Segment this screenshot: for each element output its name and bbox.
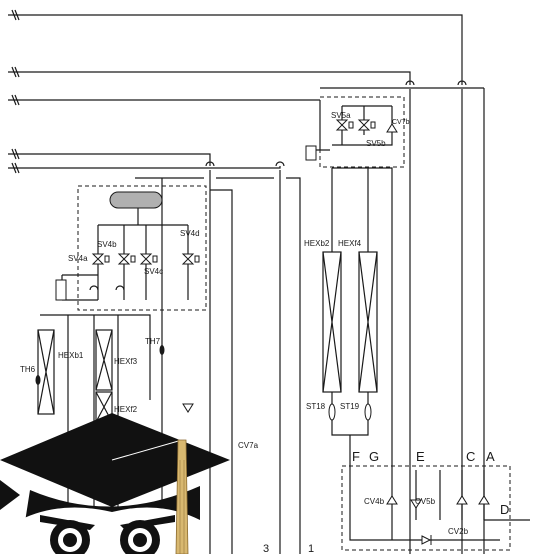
hex-right-feed — [331, 167, 393, 460]
sv4b-actuator — [130, 255, 136, 263]
sv5b-valve — [357, 119, 371, 131]
label-sv4c: SV4c — [144, 267, 163, 276]
label-cv5b: CV5b — [415, 497, 436, 506]
label-st19: ST19 — [340, 402, 360, 411]
label-hexf3: HEXf3 — [114, 357, 138, 366]
sv5a-valve — [335, 119, 349, 131]
pipe-line-6 — [135, 177, 301, 554]
port-f: F — [352, 449, 360, 464]
break-mark-3 — [11, 94, 20, 106]
sv5-dashed-box — [319, 96, 405, 168]
pipe-line-5 — [8, 161, 285, 554]
label-cv2b: CV2b — [448, 527, 469, 536]
sv4d-actuator — [194, 255, 200, 263]
cv7b-valve — [386, 123, 398, 133]
cv-row — [415, 470, 485, 520]
labels: SV5a CV7b SV5b SV4a SV4b SV4c SV4d HEXb2… — [20, 111, 469, 536]
sv5-side — [316, 100, 330, 151]
sv4a-actuator — [104, 255, 110, 263]
sv5-side-box — [305, 145, 317, 161]
fg-line — [349, 435, 416, 541]
label-cv4b: CV4b — [364, 497, 385, 506]
port-d: D — [500, 502, 509, 517]
label-sv5a: SV5a — [331, 111, 351, 120]
label-cv7a: CV7a — [238, 441, 259, 450]
break-mark-1 — [11, 9, 20, 21]
label-hexb1: HEXb1 — [58, 351, 84, 360]
break-mark-5 — [11, 162, 20, 174]
sv5-bottom — [332, 135, 393, 146]
pipe-line-7 — [210, 189, 233, 554]
hexf4-exchanger — [358, 251, 378, 393]
port-a: A — [486, 449, 495, 464]
th7-sensor — [159, 345, 165, 355]
sv4-loop — [89, 285, 125, 291]
break-mark-4 — [11, 148, 20, 160]
cv7a-valve — [182, 403, 194, 413]
label-hexb2: HEXb2 — [304, 239, 330, 248]
hexb1-exchanger — [37, 329, 55, 415]
label-hexf2: HEXf2 — [114, 405, 138, 414]
port-g: G — [369, 449, 379, 464]
pipe-line-2 — [8, 71, 415, 554]
sv4-side-box — [55, 279, 67, 301]
sv4c-actuator — [152, 255, 158, 263]
label-th6: TH6 — [20, 365, 36, 374]
sv4-dashed-box — [77, 185, 207, 311]
port-1: 1 — [308, 543, 314, 554]
reservoir-vessel — [109, 191, 163, 209]
sv5a-actuator — [348, 121, 354, 129]
dashed-boxes — [77, 96, 511, 551]
sv4b-valve — [117, 253, 131, 265]
cva-valve — [478, 495, 490, 505]
st18-sensor — [328, 403, 336, 421]
cv4b-valve — [386, 495, 398, 505]
label-sv4a: SV4a — [68, 254, 88, 263]
sv4a-valve — [91, 253, 105, 265]
break-mark-2 — [11, 66, 20, 78]
label-sv4b: SV4b — [97, 240, 117, 249]
valves — [91, 119, 490, 545]
hex-right-out — [331, 392, 369, 436]
cv5b-valve-2 — [456, 495, 468, 505]
port-labels: F G E C A D 3 1 — [263, 449, 509, 555]
cv5b-valve-1 — [410, 499, 422, 509]
label-st18: ST18 — [306, 402, 326, 411]
cv2b-valve — [421, 535, 432, 545]
label-cv7b: CV7b — [392, 119, 410, 126]
hexf3-exchanger — [95, 329, 113, 391]
label-sv4d: SV4d — [180, 229, 200, 238]
th6-sensor — [35, 375, 41, 385]
sv4d-valve — [181, 253, 195, 265]
label-sv5b: SV5b — [366, 139, 386, 148]
port-c: C — [466, 449, 475, 464]
graduate-owl-mascot-icon — [0, 413, 230, 559]
sv4-side — [61, 274, 98, 301]
label-hexf4: HEXf4 — [338, 239, 362, 248]
port-e: E — [416, 449, 425, 464]
pipe-line-4 — [8, 153, 215, 554]
port-3: 3 — [263, 543, 269, 554]
label-th7: TH7 — [145, 337, 161, 346]
heat-exchangers — [37, 251, 378, 423]
sv4c-valve — [139, 253, 153, 265]
tassel-icon — [175, 439, 189, 555]
st19-sensor — [364, 403, 372, 421]
hexb2-exchanger — [322, 251, 342, 393]
bottom-dashed-box — [341, 465, 511, 551]
mortarboard-icon — [0, 413, 230, 507]
sv5b-actuator — [370, 121, 376, 129]
